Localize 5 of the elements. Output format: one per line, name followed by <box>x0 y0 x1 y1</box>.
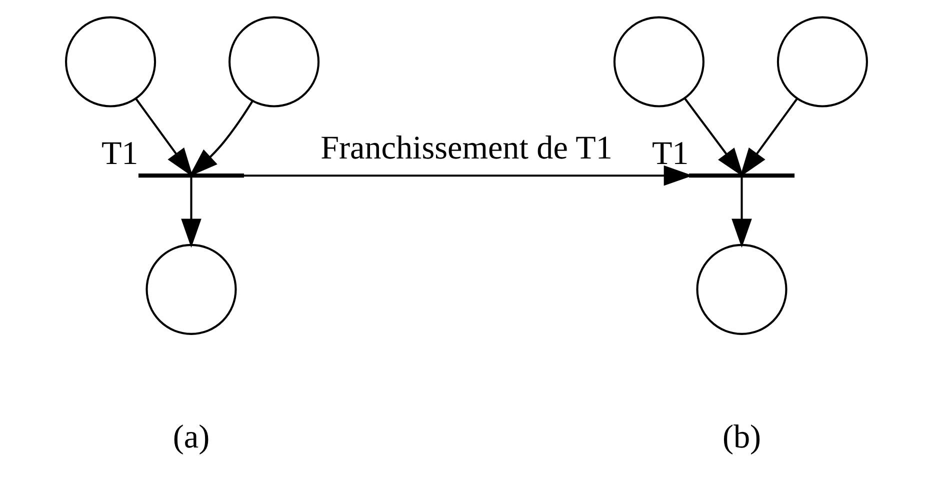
node-label: T1 <box>652 134 689 172</box>
node-label: T1 <box>101 134 138 172</box>
label: (a) <box>172 418 210 455</box>
label: (b) <box>722 418 762 455</box>
edge-label: Franchissement de T1 <box>320 129 612 166</box>
